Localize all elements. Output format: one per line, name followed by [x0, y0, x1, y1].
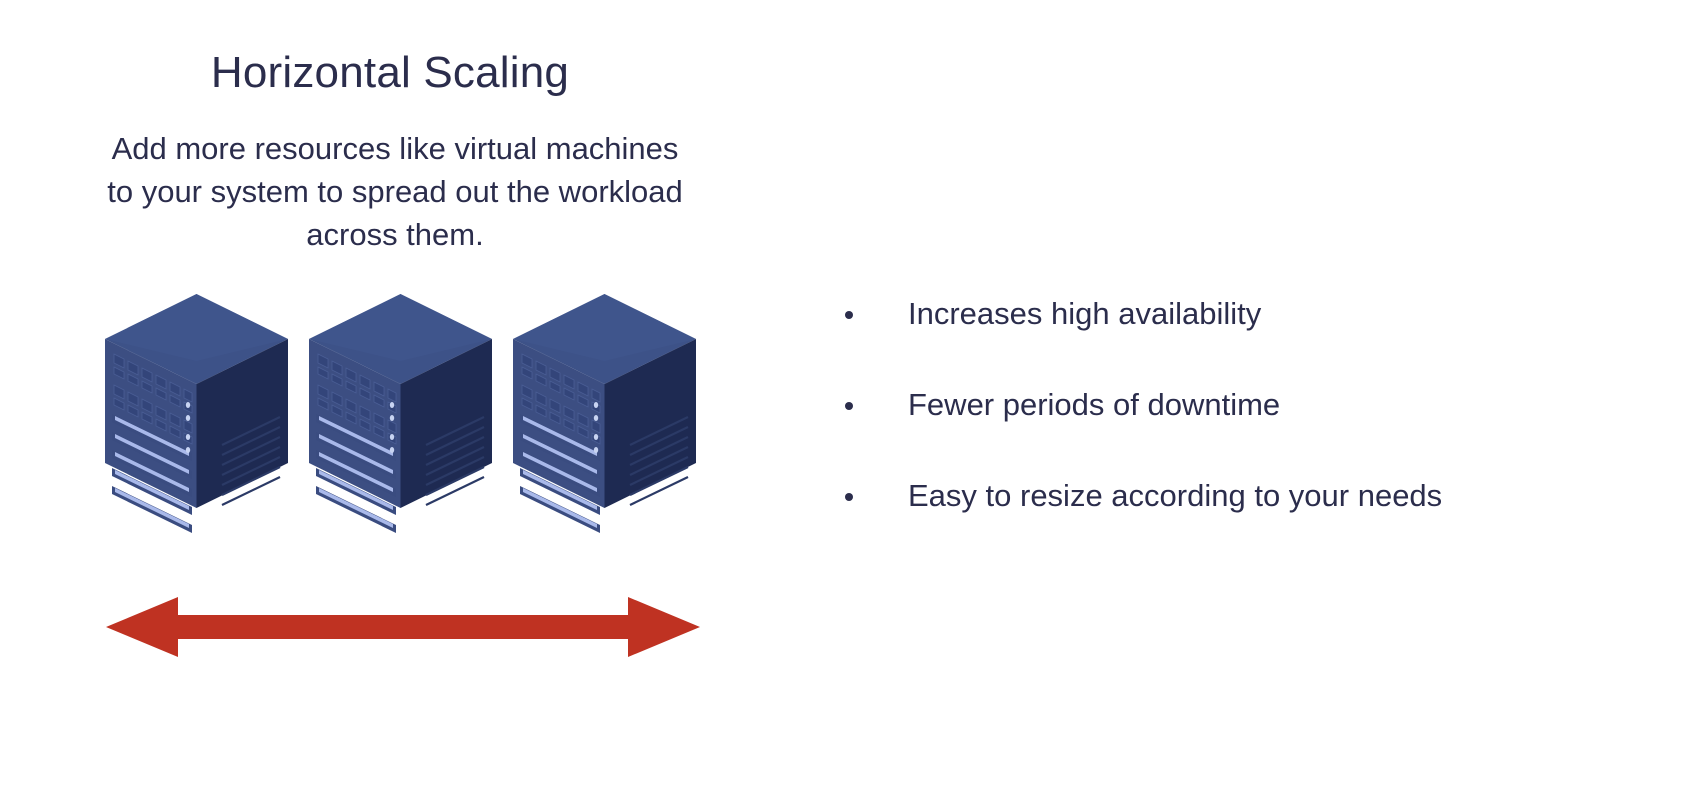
benefit-text-1: Increases high availability: [908, 296, 1262, 331]
subtitle-description: Add more resources like virtual machines…: [107, 131, 683, 252]
bullet-dot-icon: [845, 311, 853, 319]
benefits-list: Increases high availability Fewer period…: [845, 295, 1645, 515]
list-item: Fewer periods of downtime: [845, 386, 1645, 425]
left-column: Horizontal Scaling Add more resources li…: [0, 0, 790, 792]
bullet-dot-icon: [845, 492, 853, 501]
bullet-dot-icon: [845, 401, 853, 410]
server-tower-2-icon: [308, 292, 493, 550]
server-tower-3-icon: [512, 292, 697, 550]
horizontal-double-arrow-icon: [106, 594, 700, 660]
list-item: Increases high availability: [845, 295, 1645, 334]
list-item: Easy to resize according to your needs: [845, 477, 1645, 516]
server-tower-1-icon: [104, 292, 289, 550]
server-illustration-group: [104, 292, 724, 554]
page-title: Horizontal Scaling: [210, 48, 570, 97]
benefit-text-2: Fewer periods of downtime: [908, 386, 1281, 422]
benefit-text-3: Easy to resize according to your needs: [908, 477, 1443, 513]
